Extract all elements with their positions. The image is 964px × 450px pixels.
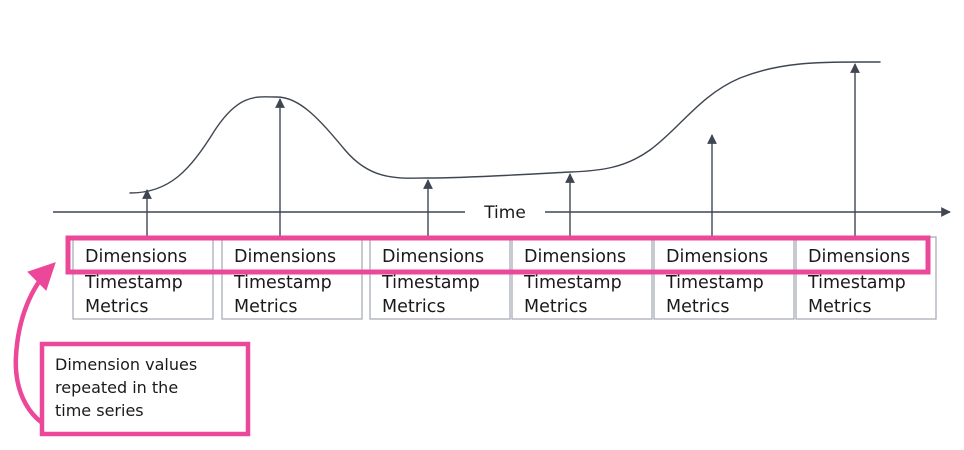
record-box-6-metrics: Metrics [808,297,872,317]
signal-curve [129,61,881,194]
record-box-5[interactable]: Dimensions Timestamp Metrics [653,236,795,320]
record-box-6[interactable]: Dimensions Timestamp Metrics [795,236,937,320]
record-box-1-dimensions: Dimensions [85,247,187,267]
record-box-5-metrics: Metrics [666,297,730,317]
record-box-2[interactable]: Dimensions Timestamp Metrics [221,236,363,320]
callout-line-3: time series [55,401,144,420]
record-box-4[interactable]: Dimensions Timestamp Metrics [511,236,653,320]
record-box-2-timestamp: Timestamp [233,273,332,293]
record-boxes-group: Dimensions Timestamp Metrics Dimensions … [72,236,937,320]
signal-curve-group [129,61,881,194]
dimensions-row-highlight [65,235,931,275]
record-box-2-dimensions: Dimensions [234,247,336,267]
callout-arrow [13,262,66,435]
record-box-4-metrics: Metrics [524,297,588,317]
record-box-4-dimensions: Dimensions [524,247,626,267]
callout-box-frame [39,341,251,437]
record-box-1-timestamp: Timestamp [84,273,183,293]
time-axis-group: Time [53,203,951,223]
record-box-1-metrics: Metrics [85,297,149,317]
callout-line-1: Dimension values [55,355,197,374]
record-box-5-timestamp: Timestamp [665,273,764,293]
sample-connectors-group [142,63,860,238]
callout-box: Dimension values repeated in the time se… [39,341,251,437]
record-box-2-metrics: Metrics [234,297,298,317]
record-box-3-timestamp: Timestamp [381,273,480,293]
record-box-5-frame [653,236,795,320]
record-box-3-dimensions: Dimensions [382,247,484,267]
record-box-1[interactable]: Dimensions Timestamp Metrics [72,236,214,320]
record-box-4-frame [511,236,653,320]
record-box-4-timestamp: Timestamp [523,273,622,293]
record-box-1-frame [72,236,214,320]
record-box-3[interactable]: Dimensions Timestamp Metrics [369,236,511,320]
record-box-6-timestamp: Timestamp [807,273,906,293]
time-axis-label: Time [483,203,526,223]
record-box-3-metrics: Metrics [382,297,446,317]
record-box-2-frame [221,236,363,320]
callout-line-2: repeated in the [55,378,178,397]
record-box-5-dimensions: Dimensions [666,247,768,267]
record-box-6-dimensions: Dimensions [808,247,910,267]
record-box-3-frame [369,236,511,320]
